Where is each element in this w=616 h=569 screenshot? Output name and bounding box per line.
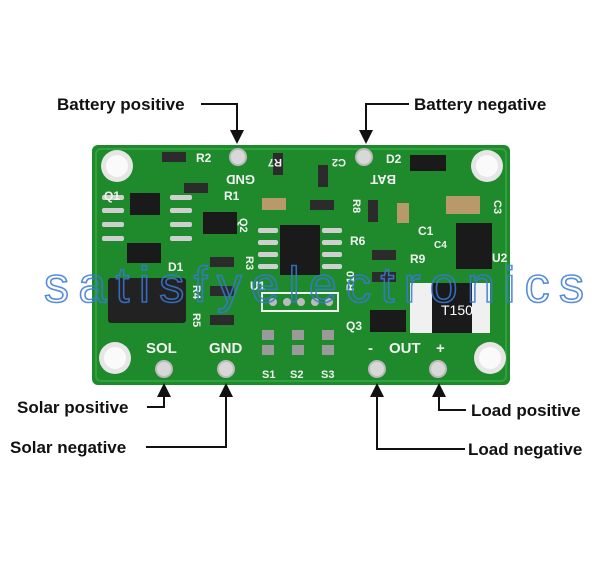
pcb-board: [92, 145, 510, 385]
silk-r3: R3: [243, 256, 255, 270]
silk-t150: T150: [441, 302, 473, 318]
silk-u1: U1: [250, 279, 266, 293]
silk-r5: R5: [190, 313, 202, 327]
silk-r8: R8: [350, 199, 362, 213]
transistor-q3: [370, 310, 406, 332]
label-battery-negative: Battery negative: [414, 95, 546, 114]
silk-s2: S2: [290, 369, 303, 381]
callout-solar-negative: Solar negative: [10, 383, 233, 457]
silk-r7: R7: [268, 156, 282, 168]
silk-d1: D1: [168, 260, 184, 274]
pad-load-negative: [368, 360, 386, 378]
transistor-q1: [130, 193, 160, 215]
silk-bat: BAT: [370, 172, 396, 187]
callout-load-negative: Load negative: [370, 383, 582, 459]
silk-sol: SOL: [146, 340, 177, 357]
silk-u2: U2: [492, 251, 508, 265]
silk-c4: C4: [434, 240, 447, 251]
callout-solar-positive: Solar positive: [17, 383, 171, 417]
callout-battery-negative: Battery negative: [359, 95, 546, 144]
silk-gnd-top: GND: [226, 172, 255, 187]
transistor-q2: [203, 212, 237, 234]
pad-solar-negative: [217, 360, 235, 378]
silk-c1: C1: [418, 224, 434, 238]
silk-q1: Q1: [104, 189, 120, 203]
silk-r9: R9: [410, 252, 426, 266]
header-u1: [261, 292, 339, 312]
silk-c3: C3: [491, 200, 503, 214]
silk-out: OUT: [389, 340, 421, 357]
label-solar-positive: Solar positive: [17, 398, 128, 417]
label-solar-negative: Solar negative: [10, 438, 126, 457]
diode-d1: [108, 278, 186, 323]
ic-u1: [280, 225, 320, 275]
callout-load-positive: Load positive: [432, 383, 581, 420]
silk-minus: -: [368, 340, 373, 357]
label-battery-positive: Battery positive: [57, 95, 185, 114]
silk-q3: Q3: [346, 319, 362, 333]
silk-r2: R2: [196, 151, 212, 165]
silk-plus: +: [436, 340, 445, 357]
label-load-negative: Load negative: [468, 440, 582, 459]
pad-battery-positive: [229, 148, 247, 166]
mounting-hole: [99, 342, 131, 374]
mounting-hole: [101, 150, 133, 182]
mounting-hole: [471, 150, 503, 182]
silk-s3: S3: [321, 369, 334, 381]
silk-r10: R10: [345, 271, 357, 291]
callout-battery-positive: Battery positive: [57, 95, 244, 144]
diode-d2: [410, 155, 446, 171]
silkscreen: SOL GND - OUT + BAT GND R2 R1 Q1 D1 D2 R…: [104, 151, 508, 381]
pad-solar-positive: [155, 360, 173, 378]
silk-gnd: GND: [209, 340, 243, 357]
label-load-positive: Load positive: [471, 401, 581, 420]
silk-c2: C2: [332, 156, 346, 168]
silk-r1: R1: [224, 189, 240, 203]
regulator-u2: [456, 223, 492, 269]
silk-q2: Q2: [237, 218, 249, 233]
silk-r6: R6: [350, 234, 366, 248]
mounting-hole: [474, 342, 506, 374]
silk-s1: S1: [262, 369, 275, 381]
silk-r4: R4: [190, 285, 202, 300]
pad-load-positive: [429, 360, 447, 378]
silk-d2: D2: [386, 152, 402, 166]
pad-battery-negative: [355, 148, 373, 166]
transistor-q1b: [127, 243, 161, 263]
